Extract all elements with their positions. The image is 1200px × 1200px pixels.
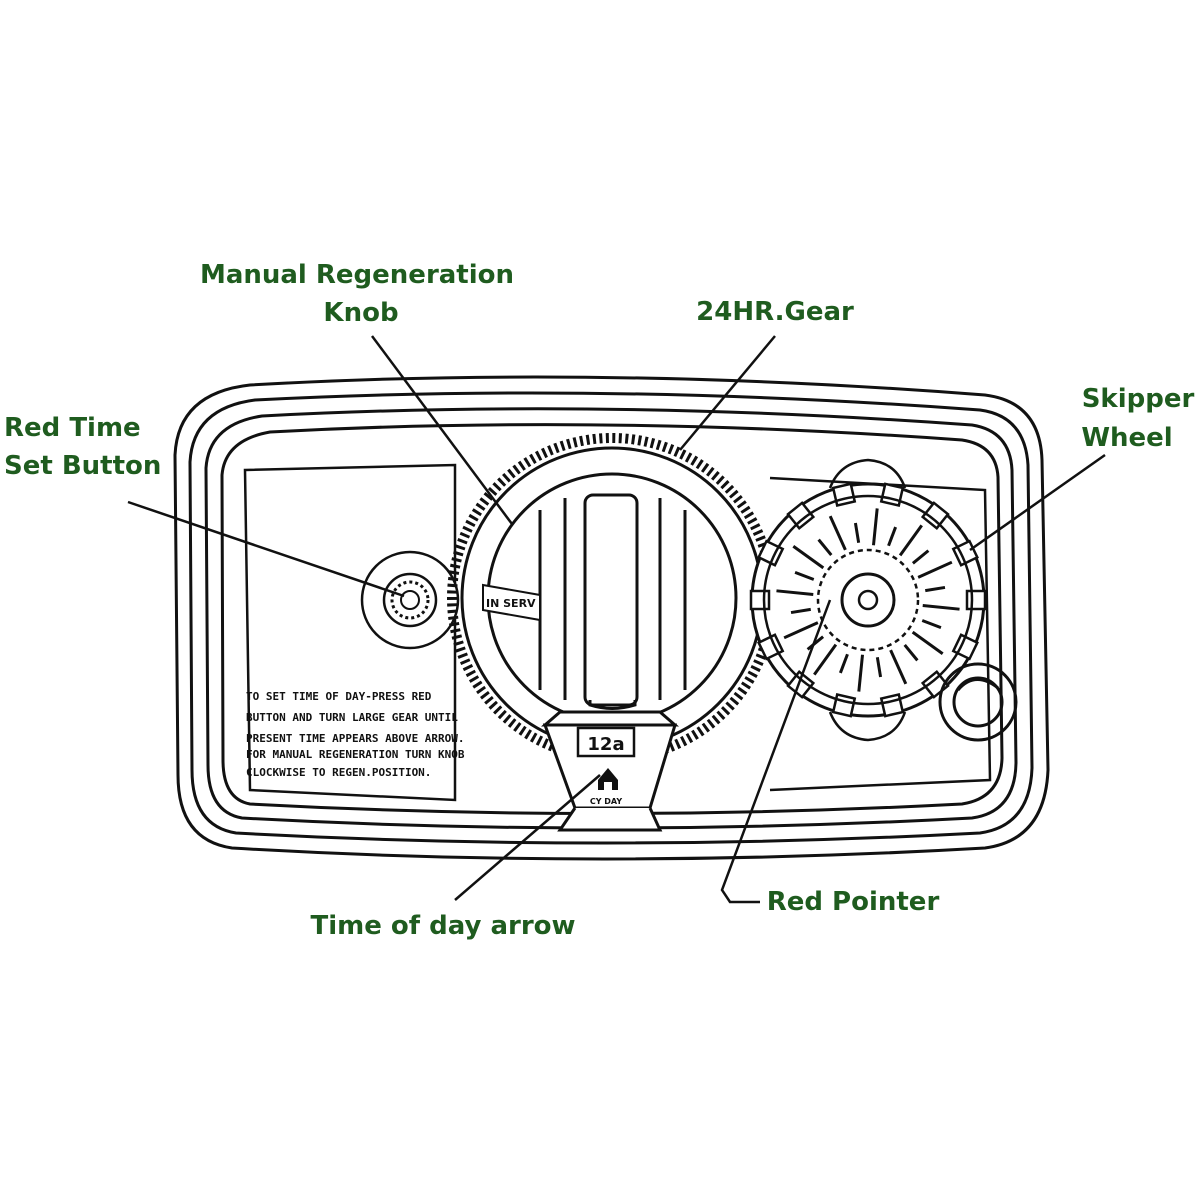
skipper-spoke xyxy=(857,654,865,692)
svg-text:BUTTON AND TURN LARGE GEAR UNT: BUTTON AND TURN LARGE GEAR UNTIL xyxy=(246,711,458,724)
skipper-spoke xyxy=(792,545,825,570)
skipper-wheel[interactable] xyxy=(749,482,987,718)
skipper-tab xyxy=(831,693,857,718)
skipper-spoke xyxy=(871,508,879,546)
callout-labels: Manual Regeneration Knob 24HR.Gear Skipp… xyxy=(4,260,1194,941)
label-24hr-gear: 24HR.Gear xyxy=(696,297,854,327)
skipper-spoke xyxy=(921,619,942,630)
skipper-spoke xyxy=(838,653,849,674)
skipper-spoke xyxy=(783,621,819,640)
label-skipper-line2: Wheel xyxy=(1081,423,1172,453)
label-time-of-day-arrow: Time of day arrow xyxy=(310,911,575,941)
skipper-tab xyxy=(879,482,905,507)
svg-text:IN SERV: IN SERV xyxy=(486,597,536,610)
skipper-spoke xyxy=(875,657,883,678)
svg-text:PRESENT TIME APPEARS ABOVE ARR: PRESENT TIME APPEARS ABOVE ARROW. xyxy=(246,732,465,745)
skipper-tab xyxy=(951,633,979,661)
skipper-tab xyxy=(920,501,950,530)
skipper-tab xyxy=(749,589,771,611)
skipper-spoke xyxy=(911,630,944,655)
skipper-spoke xyxy=(889,649,908,685)
time-window-value: 12a xyxy=(587,734,624,755)
skipper-spoke xyxy=(790,607,811,615)
time-arrow-caption: CY DAY xyxy=(590,797,623,806)
skipper-spoke xyxy=(898,524,923,557)
skipper-spoke xyxy=(806,635,825,651)
skipper-tab xyxy=(757,539,785,567)
in-service-marker: IN SERV xyxy=(482,583,541,622)
label-skipper-line1: Skipper xyxy=(1082,384,1195,414)
skipper-tab xyxy=(831,482,857,507)
skipper-spoke xyxy=(925,585,946,593)
label-red-pointer: Red Pointer xyxy=(767,887,940,917)
gear-24hr[interactable] xyxy=(447,433,777,763)
skipper-tab xyxy=(965,589,987,611)
label-manual-regeneration-line1: Manual Regeneration xyxy=(200,260,514,290)
skipper-spoke xyxy=(917,560,953,579)
house-arrow-icon xyxy=(598,768,618,790)
label-manual-regeneration-line2: Knob xyxy=(323,298,398,328)
svg-text:TO SET TIME OF DAY-PRESS RED: TO SET TIME OF DAY-PRESS RED xyxy=(246,690,432,703)
skipper-tab xyxy=(879,693,905,718)
skipper-lobes xyxy=(828,458,907,742)
label-red-time-line1: Red Time xyxy=(4,413,141,443)
skipper-spoke xyxy=(887,526,898,547)
svg-text:CLOCKWISE TO REGEN.POSITION.: CLOCKWISE TO REGEN.POSITION. xyxy=(246,766,431,779)
svg-text:FOR MANUAL REGENERATION TURN K: FOR MANUAL REGENERATION TURN KNOB xyxy=(246,748,465,761)
skipper-spoke xyxy=(853,522,861,543)
skipper-tab xyxy=(757,633,785,661)
skipper-spoke xyxy=(776,589,814,597)
label-red-time-line2: Set Button xyxy=(4,451,161,481)
skipper-spoke xyxy=(911,549,930,565)
time-window xyxy=(576,726,636,758)
skipper-spoke xyxy=(794,570,815,581)
red-time-set-button[interactable] xyxy=(360,550,460,650)
control-panel-housing xyxy=(173,375,1050,861)
skipper-spoke xyxy=(828,515,847,551)
panel-instructions: TO SET TIME OF DAY-PRESS RED BUTTON AND … xyxy=(246,690,465,779)
face-plate xyxy=(243,463,457,802)
skipper-spoke xyxy=(922,603,960,611)
skipper-tab xyxy=(786,501,816,530)
skipper-spoke xyxy=(817,538,833,557)
skipper-spoke xyxy=(903,643,919,662)
adjustment-knob[interactable] xyxy=(938,662,1018,742)
skipper-tab xyxy=(951,539,979,567)
skipper-spoke xyxy=(813,643,838,676)
leader-lines xyxy=(127,335,1106,904)
